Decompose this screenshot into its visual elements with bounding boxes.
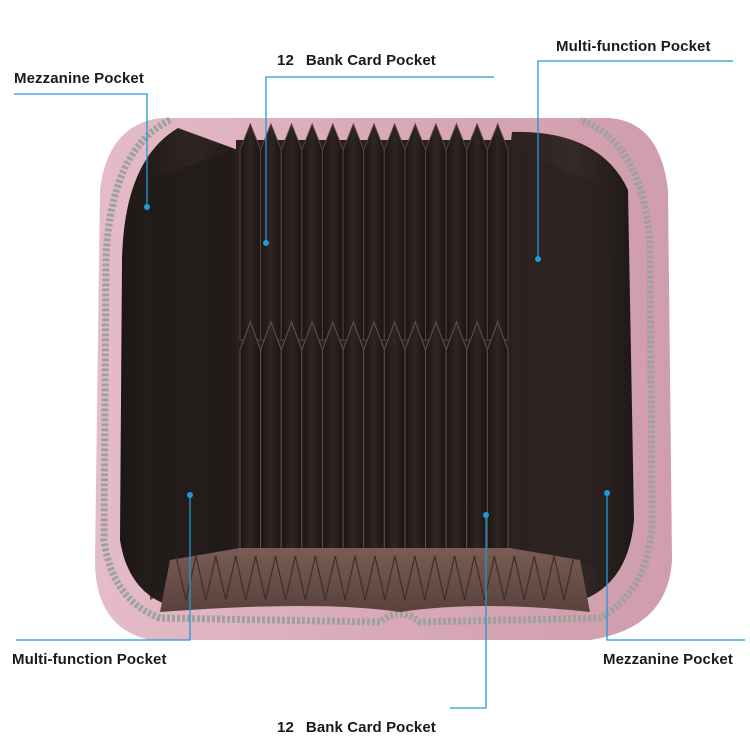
card-slot-upper <box>383 122 406 341</box>
card-slot-lower <box>342 320 365 561</box>
bottom-fold <box>374 555 396 601</box>
bottom-fold <box>454 555 476 601</box>
card-slot-lower <box>486 320 509 561</box>
card-slot-upper <box>425 122 447 341</box>
left-mezzanine-lining <box>150 150 232 600</box>
card-slot-upper <box>404 122 427 341</box>
callout-label-bottom-left: Multi-function Pocket <box>12 651 167 668</box>
card-slot-lower <box>321 320 344 561</box>
callout-dot-top-center <box>263 240 269 246</box>
callout-label-top-center: 12 Bank Card Pocket <box>277 52 436 69</box>
card-slot-lower <box>383 320 406 561</box>
card-slot-lower <box>363 320 385 561</box>
bottom-fold <box>274 555 296 601</box>
callout-lines <box>14 60 745 709</box>
callout-line-bottom-left <box>16 496 191 641</box>
card-slots <box>239 122 509 561</box>
card-slot-lower <box>445 320 468 561</box>
bottom-fold <box>215 555 237 601</box>
bottom-fold <box>394 555 416 601</box>
callout-dot-top-left <box>144 204 150 210</box>
card-slot-upper <box>260 122 282 341</box>
card-slot-lower <box>404 320 427 561</box>
bottom-fold <box>414 555 436 601</box>
card-slot-upper <box>301 122 323 341</box>
zipper <box>100 116 656 626</box>
card-slot-lower <box>239 320 262 561</box>
bottom-fold <box>314 555 336 601</box>
bottom-folds <box>175 555 575 601</box>
card-slot-upper <box>321 122 344 341</box>
card-slot-upper <box>239 122 262 341</box>
card-slot-upper <box>445 122 468 341</box>
card-slot-lower <box>260 320 282 561</box>
bottom-fold <box>334 555 356 601</box>
callout-dot-bottom-right <box>604 490 610 496</box>
callout-line-top-center <box>265 76 494 242</box>
bottom-fold <box>493 555 515 601</box>
card-slot-upper <box>342 122 365 341</box>
callout-dot-bottom-center <box>483 512 489 518</box>
callout-line-top-right <box>537 60 733 258</box>
callout-dot-bottom-left <box>187 492 193 498</box>
callout-count-bottom-center: 12 <box>277 719 294 736</box>
callout-label-top-left: Mezzanine Pocket <box>14 70 144 87</box>
callout-text-top-center: Bank Card Pocket <box>305 52 436 69</box>
bottom-fold <box>175 555 197 601</box>
callout-line-bottom-center <box>450 516 487 709</box>
card-slot-upper <box>486 122 509 341</box>
bottom-fold <box>255 555 277 601</box>
card-slot-upper <box>466 122 488 341</box>
bottom-fold <box>553 555 575 601</box>
right-mezzanine-lining <box>520 150 612 580</box>
card-slot-upper <box>363 122 385 341</box>
bottom-fold <box>354 555 376 601</box>
bottom-gusset <box>160 548 590 612</box>
callout-label-bottom-center: 12 Bank Card Pocket <box>277 719 436 736</box>
bottom-fold <box>473 555 495 601</box>
callout-label-bottom-right: Mezzanine Pocket <box>603 651 733 668</box>
callout-dots <box>144 204 610 518</box>
callout-text-bottom-center: Bank Card Pocket <box>305 719 436 736</box>
bottom-fold <box>195 555 217 601</box>
callout-label-top-right: Multi-function Pocket <box>556 38 711 55</box>
callout-count-top-center: 12 <box>277 52 294 69</box>
callout-line-top-left <box>14 93 148 206</box>
card-slot-lower <box>425 320 447 561</box>
bottom-fold <box>434 555 456 601</box>
card-slot-lower <box>301 320 323 561</box>
card-slot-upper <box>280 122 303 341</box>
bottom-fold <box>533 555 555 601</box>
callout-dot-top-right <box>535 256 541 262</box>
card-slot-lower <box>466 320 488 561</box>
callout-line-bottom-right <box>606 494 745 641</box>
bottom-fold <box>513 555 535 601</box>
bottom-fold <box>235 555 257 601</box>
card-slot-lower <box>280 320 303 561</box>
bottom-fold <box>294 555 316 601</box>
